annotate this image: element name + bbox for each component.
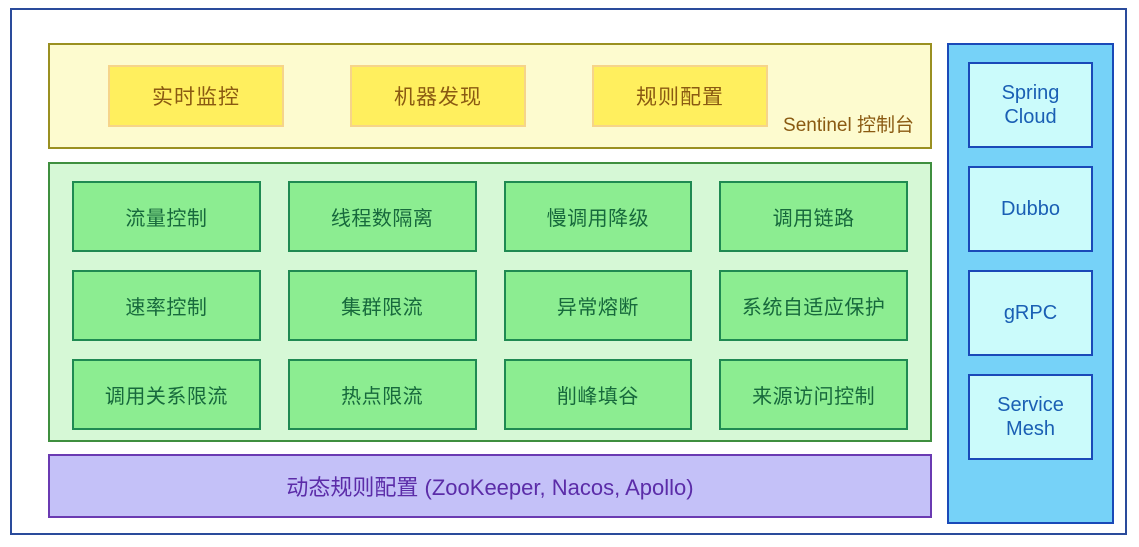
sentinel-core-stack: 实时监控 机器发现 规则配置 Sentinel 控制台 流量控制 线程数隔离 慢…: [48, 43, 932, 518]
console-button-group: 实时监控 机器发现 规则配置: [108, 65, 768, 127]
feature-cell-origin-access-control[interactable]: 来源访问控制: [719, 359, 908, 430]
console-panel-label: Sentinel 控制台: [783, 115, 914, 136]
sentinel-console-panel: 实时监控 机器发现 规则配置 Sentinel 控制台: [48, 43, 932, 149]
feature-cell-peak-shaving[interactable]: 削峰填谷: [503, 359, 693, 430]
feature-cell-rate-control[interactable]: 速率控制: [72, 270, 261, 341]
adapter-cell-grpc[interactable]: gRPC: [968, 270, 1093, 356]
feature-cell-relation-flow-control[interactable]: 调用关系限流: [72, 359, 261, 430]
console-button-realtime-monitor[interactable]: 实时监控: [108, 65, 284, 127]
diagram-outer-frame: 实时监控 机器发现 规则配置 Sentinel 控制台 流量控制 线程数隔离 慢…: [10, 8, 1127, 535]
console-button-machine-discovery[interactable]: 机器发现: [350, 65, 526, 127]
feature-cell-cluster-flow-control[interactable]: 集群限流: [287, 270, 477, 341]
dynamic-rule-config-bar[interactable]: 动态规则配置 (ZooKeeper, Nacos, Apollo): [48, 454, 932, 518]
feature-cell-hotspot-flow-control[interactable]: 热点限流: [287, 359, 477, 430]
console-button-rule-config[interactable]: 规则配置: [592, 65, 768, 127]
feature-cell-slow-call-degrade[interactable]: 慢调用降级: [503, 181, 693, 252]
feature-cell-system-adaptive-protection[interactable]: 系统自适应保护: [719, 270, 908, 341]
feature-cell-call-chain[interactable]: 调用链路: [719, 181, 908, 252]
feature-cell-flow-control[interactable]: 流量控制: [72, 181, 261, 252]
feature-grid: 流量控制 线程数隔离 慢调用降级 调用链路 速率控制 集群限流 异常熔断 系统自…: [72, 181, 908, 430]
sentinel-feature-panel: 流量控制 线程数隔离 慢调用降级 调用链路 速率控制 集群限流 异常熔断 系统自…: [48, 162, 932, 442]
feature-cell-thread-isolation[interactable]: 线程数隔离: [287, 181, 477, 252]
adapter-cell-dubbo[interactable]: Dubbo: [968, 166, 1093, 252]
feature-cell-exception-circuit-break[interactable]: 异常熔断: [503, 270, 693, 341]
